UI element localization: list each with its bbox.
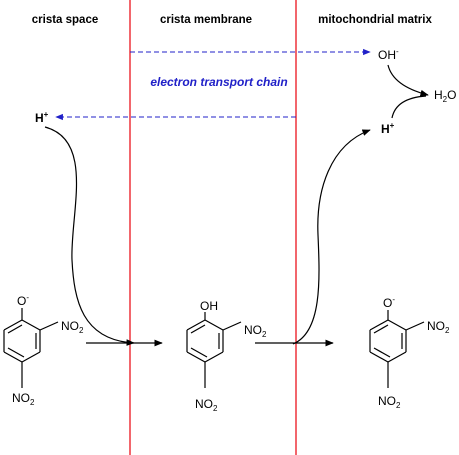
svg-text:O-: O- — [383, 295, 395, 310]
water-molecule: H2O — [434, 88, 456, 104]
svg-text:OH: OH — [200, 299, 218, 313]
svg-text:NO2: NO2 — [244, 323, 267, 339]
dinitrophenolate-right: O- NO2 NO2 — [369, 295, 450, 410]
neutralization-arrow-h — [391, 95, 427, 119]
header-mitochondrial-matrix: mitochondrial matrix — [318, 14, 432, 26]
svg-text:NO2: NO2 — [195, 397, 218, 413]
neutralization-arrow-oh — [387, 64, 429, 97]
header-crista-membrane: crista membrane — [160, 14, 252, 26]
proton-matrix: H+ — [381, 121, 395, 136]
proton-uptake-arrow — [44, 126, 135, 346]
svg-text:NO2: NO2 — [61, 319, 84, 335]
hydroxide-ion: OH- — [378, 47, 399, 62]
svg-text:NO2: NO2 — [12, 391, 35, 407]
svg-text:NO2: NO2 — [378, 394, 401, 410]
proton-crista-space: H+ — [35, 110, 49, 125]
header-crista-space: crista space — [32, 14, 99, 26]
dinitrophenolate-left: O- NO2 NO2 — [3, 293, 84, 407]
proton-release-arrow — [292, 129, 371, 345]
svg-text:O-: O- — [17, 293, 29, 308]
electron-transport-chain-label: electron transport chain — [150, 75, 287, 89]
dinitrophenol-middle: OH NO2 NO2 — [186, 299, 267, 413]
svg-text:NO2: NO2 — [427, 319, 450, 335]
